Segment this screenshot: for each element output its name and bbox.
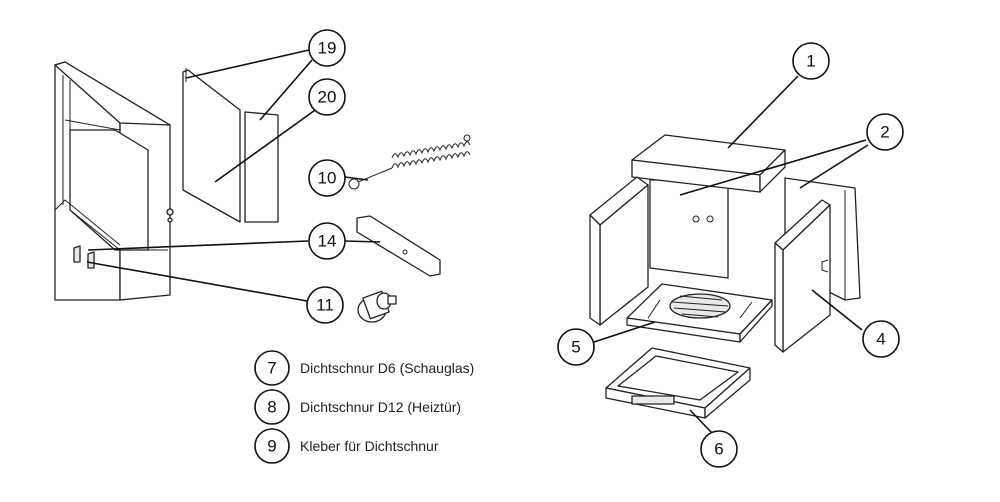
callout-11: 11 xyxy=(306,286,344,324)
svg-text:11: 11 xyxy=(316,296,334,315)
legend: 7 Dichtschnur D6 (Schauglas) 8 Dichtschn… xyxy=(254,350,474,464)
svg-text:19: 19 xyxy=(318,39,337,58)
door-spring xyxy=(348,134,471,190)
legend-item: 7 Dichtschnur D6 (Schauglas) xyxy=(254,350,474,386)
svg-text:Dichtschnur D12 (Heiztür): Dichtschnur D12 (Heiztür) xyxy=(300,399,461,415)
right-leader-lines xyxy=(593,75,869,434)
left-leader-lines xyxy=(86,49,381,302)
svg-text:6: 6 xyxy=(714,440,723,459)
glass-panels xyxy=(182,68,279,223)
svg-text:7: 7 xyxy=(267,359,276,378)
callout-20: 20 xyxy=(308,78,346,116)
svg-text:14: 14 xyxy=(318,232,337,251)
stove-door xyxy=(54,61,174,301)
svg-text:5: 5 xyxy=(571,338,580,357)
svg-text:9: 9 xyxy=(267,437,276,456)
callout-10: 10 xyxy=(308,159,346,197)
callout-4: 4 xyxy=(862,320,900,358)
callout-5: 5 xyxy=(557,328,595,366)
callout-19: 19 xyxy=(308,29,346,67)
svg-text:20: 20 xyxy=(318,88,337,107)
svg-text:8: 8 xyxy=(267,398,276,417)
svg-text:Dichtschnur D6 (Schauglas): Dichtschnur D6 (Schauglas) xyxy=(300,360,474,376)
legend-item: 8 Dichtschnur D12 (Heiztür) xyxy=(254,389,461,425)
firebox xyxy=(589,134,861,419)
flat-plate xyxy=(356,215,441,277)
svg-text:4: 4 xyxy=(876,330,885,349)
grate-slots xyxy=(647,293,753,319)
callout-1: 1 xyxy=(792,42,830,80)
callout-6: 6 xyxy=(700,430,738,468)
knob xyxy=(357,290,397,323)
svg-text:2: 2 xyxy=(880,123,889,142)
svg-text:1: 1 xyxy=(806,52,815,71)
svg-text:Kleber für Dichtschnur: Kleber für Dichtschnur xyxy=(300,438,439,454)
legend-item: 9 Kleber für Dichtschnur xyxy=(254,428,439,464)
svg-text:10: 10 xyxy=(318,169,337,188)
callout-14: 14 xyxy=(308,222,346,260)
callout-2: 2 xyxy=(866,113,904,151)
